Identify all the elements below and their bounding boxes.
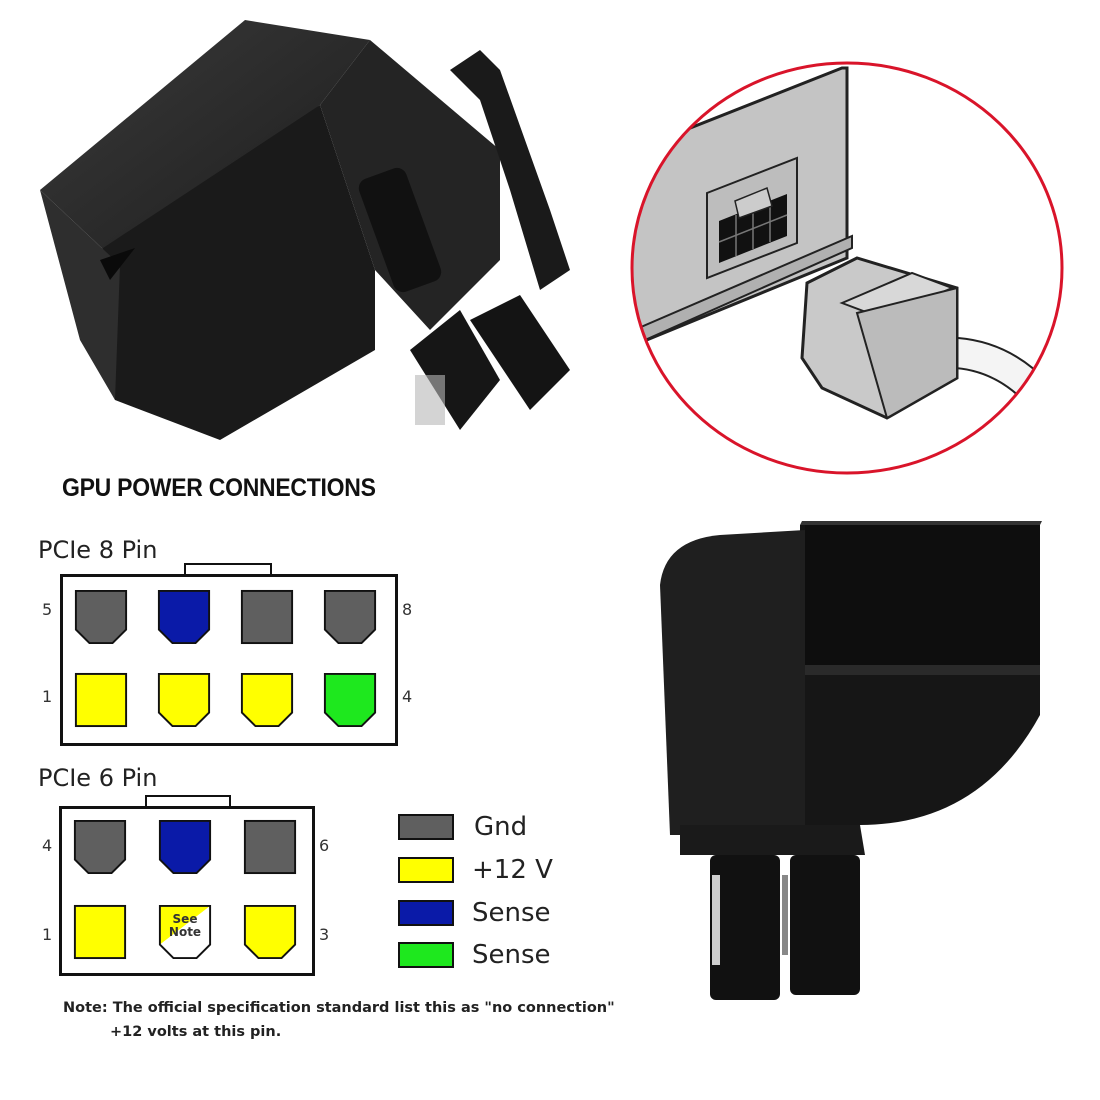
psu-connector-illustration [627,58,1067,478]
pcie6-num-bottom-right: 3 [319,925,330,944]
pcie8-pin-1 [74,672,128,728]
see-note-text: See Note [168,912,202,939]
pcie8-label: PCIe 8 Pin [38,536,158,564]
pcie8-pin-7 [240,589,294,645]
legend-label-12v: +12 V [472,855,553,885]
pcie6-label: PCIe 6 Pin [38,764,158,792]
pcie8-pin-3 [240,672,294,728]
pcie6-num-top-right: 6 [319,836,330,855]
pcie8-pin-6 [157,589,211,645]
legend-swatch-12v [398,857,454,883]
legend-label-sense-green: Sense [472,940,551,970]
pcie8-pin-2 [157,672,211,728]
pcie8-pin-8 [323,589,377,645]
pcie6-pin-3 [243,904,297,960]
pcie6-pin-1 [73,904,127,960]
pcie6-pin-4 [73,819,127,875]
adapter-photo-top [30,10,590,450]
pcie8-latch [184,563,272,577]
pcie8-num-top-right: 8 [402,600,413,619]
pcie6-pin-2-see-note: See Note [157,904,213,960]
legend-swatch-sense-green [398,942,454,968]
pcie6-num-top-left: 4 [42,836,53,855]
legend-label-gnd: Gnd [474,812,528,842]
pcie6-latch [145,795,231,809]
note-line-2: +12 volts at this pin. [110,1024,282,1040]
pcie6-num-bottom-left: 1 [42,925,53,944]
legend-swatch-sense-blue [398,900,454,926]
pcie8-num-top-left: 5 [42,600,53,619]
legend-swatch-gnd [398,814,454,840]
pcie6-pin-6 [243,819,297,875]
adapter-photo-side [650,515,1070,1005]
pcie8-num-bottom-left: 1 [42,687,53,706]
diagram-title: GPU POWER CONNECTIONS [62,474,376,502]
legend: Gnd +12 V Sense Sense [398,812,598,984]
note-line-1: Note: The official specification standar… [63,1000,615,1016]
pcie8-pin-5 [74,589,128,645]
pcie8-housing [60,574,398,746]
pcie8-pin-4 [323,672,377,728]
pcie6-pin-5 [158,819,212,875]
pcie8-num-bottom-right: 4 [402,687,413,706]
legend-label-sense-blue: Sense [472,898,551,928]
pcie6-housing: See Note [59,806,315,976]
